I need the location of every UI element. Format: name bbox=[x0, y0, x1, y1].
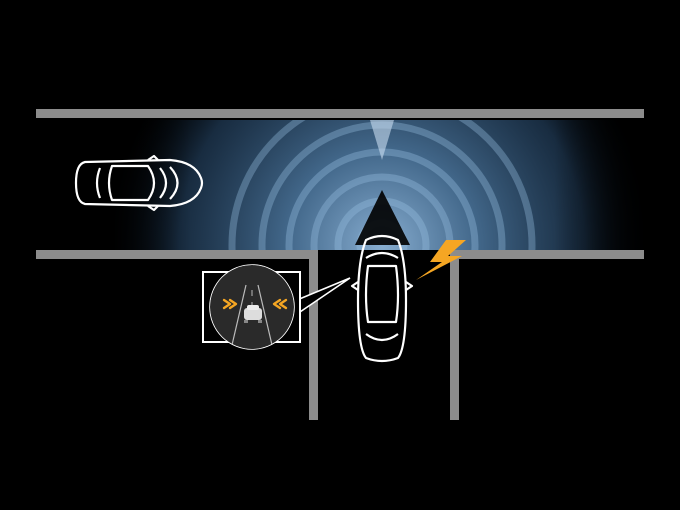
bottom-right-wall bbox=[450, 250, 644, 259]
lightning-bolt-icon bbox=[416, 240, 466, 280]
radar-field bbox=[40, 120, 645, 250]
oncoming-car-icon bbox=[74, 154, 204, 212]
blind-cone bbox=[355, 190, 410, 245]
own-car-icon bbox=[350, 234, 414, 363]
walls bbox=[36, 109, 644, 420]
rear-camera-display-icon bbox=[202, 264, 351, 350]
bottom-left-wall bbox=[36, 250, 318, 259]
chevron-arrow-icon bbox=[222, 298, 288, 310]
driveway-right-wall bbox=[450, 250, 459, 420]
driveway-left-wall bbox=[309, 250, 318, 420]
top-wall bbox=[36, 109, 644, 118]
